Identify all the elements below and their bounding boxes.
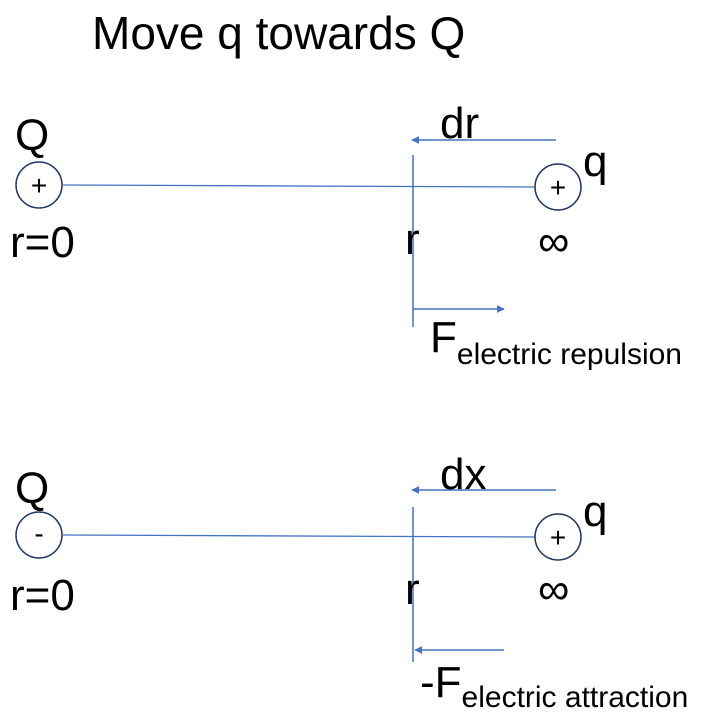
test-charge-label: q <box>583 487 607 536</box>
displacement-label: dx <box>440 450 486 499</box>
source-charge-circle <box>15 161 63 209</box>
panel-attraction: - + Q r=0 q ∞ dx r -Felectric attraction <box>10 450 688 714</box>
test-charge-sign: + <box>550 172 566 203</box>
source-position-label: r=0 <box>10 571 75 620</box>
force-subscript: electric repulsion <box>457 338 682 371</box>
panel-repulsion: + + Q r=0 q ∞ dr r Felectric repulsion <box>10 99 682 371</box>
test-position-label: ∞ <box>538 565 569 614</box>
test-charge-label: q <box>583 137 607 186</box>
displacement-label: dr <box>440 99 479 148</box>
source-position-label: r=0 <box>10 218 75 267</box>
test-position-label: ∞ <box>538 217 569 266</box>
position-label: r <box>405 565 420 614</box>
force-label: -Felectric attraction <box>420 658 688 714</box>
force-symbol: -F <box>420 658 462 707</box>
axis-line <box>62 184 536 188</box>
force-label: Felectric repulsion <box>430 313 682 371</box>
position-label: r <box>405 215 420 264</box>
test-charge-sign: + <box>550 522 566 553</box>
test-charge-circle <box>534 513 582 561</box>
source-charge-label: Q <box>15 111 49 160</box>
axis-line <box>62 534 536 538</box>
diagram-title: Move q towards Q <box>92 7 465 59</box>
source-charge-sign: + <box>31 170 47 201</box>
source-charge-sign: - <box>34 518 43 549</box>
source-charge-circle <box>15 511 63 559</box>
test-charge-circle <box>534 163 582 211</box>
force-subscript: electric attraction <box>462 681 689 714</box>
source-charge-label: Q <box>15 464 49 513</box>
force-symbol: F <box>430 313 457 362</box>
